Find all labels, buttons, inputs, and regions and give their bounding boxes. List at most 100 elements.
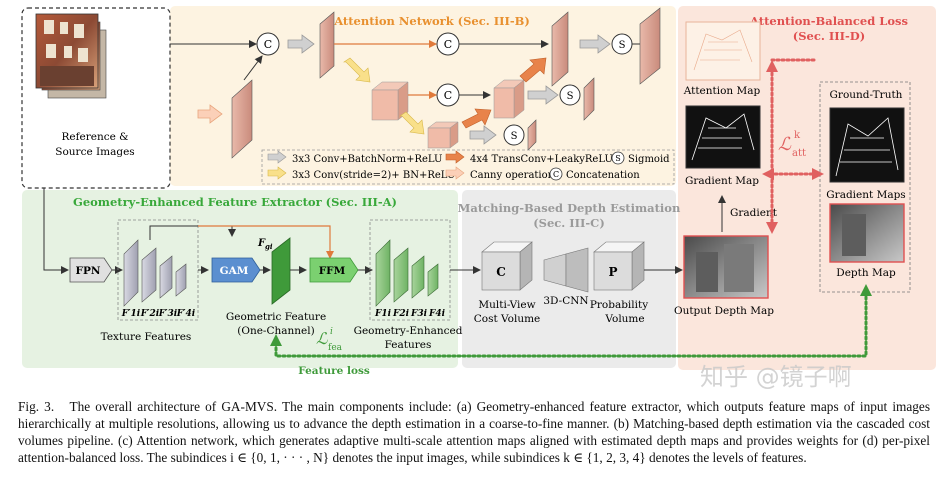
- attention-loss-sup: k: [794, 130, 801, 141]
- legend-sigmoid-symbol: S: [615, 154, 620, 163]
- enhanced-name-4: F4i: [428, 309, 446, 319]
- legend-concat-icon: [549, 167, 563, 181]
- legend: 3x3 Conv+BatchNorm+ReLU 4x4 TransConv+Le…: [261, 149, 675, 185]
- feature-loss-sup: i: [330, 327, 333, 337]
- attention-network-title: Attention Network (Sec. III-B): [333, 14, 530, 28]
- enhanced-name-1: F1i: [374, 309, 392, 319]
- probability-volume-cube: [593, 241, 645, 291]
- loss-arrow-head-down: [766, 222, 778, 234]
- texture-features-label: Texture Features: [101, 331, 192, 343]
- geometric-feature-label-2: (One-Channel): [237, 325, 314, 337]
- attention-map-pattern: [693, 29, 753, 71]
- sigmoid-node-1-label: S: [619, 40, 626, 51]
- edge-texture-to-gam: [149, 225, 236, 240]
- ground-truth-label: Ground-Truth: [830, 89, 903, 101]
- conv-arrow-mid: [527, 85, 559, 105]
- input-label-line1: Reference &: [62, 131, 129, 143]
- concat-node-2-label: C: [444, 38, 452, 51]
- attention-map-low-slab: [527, 119, 537, 151]
- legend-gray-arrow-icon: [267, 150, 287, 164]
- depth-title-line1: Matching-Based Depth Estimation: [458, 201, 681, 215]
- gradient-map-label: Gradient Map: [685, 175, 759, 187]
- edge-slab-to-concat: [243, 55, 263, 81]
- texture-name-2: F′2i: [140, 309, 160, 319]
- attention-level2-cube: [371, 81, 409, 121]
- output-depth-building-2: [724, 244, 754, 292]
- gt-depth-image: [829, 203, 905, 263]
- texture-name-4: F′4i: [176, 309, 196, 319]
- gam-label: GAM: [220, 265, 249, 277]
- enhanced-name-3: F3i: [410, 309, 428, 319]
- attention-network-panel: [170, 6, 676, 186]
- cost-volume-label-1: Multi-View: [478, 299, 535, 311]
- legend-item4: 3x3 Conv(stride=2)+ BN+ReLU: [292, 170, 455, 181]
- texture-name-3: F′3i: [158, 309, 178, 319]
- legend-orange-arrow-icon: [445, 150, 465, 164]
- loss-arrow-head-up: [766, 60, 778, 72]
- legend-yellow-arrow-icon: [267, 166, 287, 180]
- concat-node-1-label: C: [264, 38, 272, 51]
- enhanced-name-2: F2i: [392, 309, 410, 319]
- geometric-feature-label-1: Geometric Feature: [226, 311, 326, 323]
- ffm-label: FFM: [319, 265, 346, 277]
- gradient-map-image: [685, 105, 761, 169]
- attention-map-image: [685, 21, 761, 81]
- cost-volume-cube: [481, 241, 533, 291]
- sigmoid-node-3: [503, 124, 525, 146]
- legend-item5: Canny operation: [470, 170, 555, 181]
- cost-volume-label-2: Cost Volume: [474, 313, 541, 325]
- sigmoid-node-3-label: S: [511, 131, 518, 142]
- sigmoid-node-2-label: S: [567, 91, 574, 102]
- probability-label-1: Probability: [590, 299, 648, 311]
- feature-loss-symbol: ℒ: [316, 329, 328, 348]
- ffm-block: [309, 257, 359, 283]
- cost-volume-letter: C: [496, 265, 506, 279]
- conv-arrow-top: [579, 34, 611, 54]
- input-photo: [35, 13, 107, 99]
- concat-node-1: [256, 32, 280, 56]
- texture-name-1: F′1i: [121, 309, 141, 319]
- enhanced-features-label-1: Geometry-Enhanced: [354, 325, 463, 337]
- gradient-edge-label: Gradient: [730, 207, 778, 219]
- gt-gradient-label: Gradient Maps: [826, 189, 905, 201]
- legend-item6: Concatenation: [566, 170, 640, 181]
- figure-caption: Fig. 3. The overall architecture of GA-M…: [18, 398, 930, 466]
- legend-item1: 3x3 Conv+BatchNorm+ReLU: [292, 154, 442, 165]
- legend-item3: Sigmoid: [628, 154, 670, 165]
- legend-item2: 4x4 TransConv+LeakyReLU: [470, 154, 613, 165]
- attention-level3-cube: [427, 121, 459, 149]
- sigmoid-node-2: [559, 84, 581, 106]
- cnn-3d-label: 3D-CNN: [543, 295, 588, 307]
- caption-figure-number: Fig. 3.: [18, 399, 55, 414]
- legend-canny-arrow-icon: [445, 166, 465, 180]
- conv-arrow-low: [469, 125, 497, 145]
- canny-arrow: [197, 104, 223, 124]
- canny-edge-slab: [231, 79, 253, 159]
- geometric-feature-slab: [271, 237, 291, 305]
- fgi-subscript: gi: [265, 242, 273, 251]
- feature-loss-head-up: [270, 334, 282, 346]
- fpn-block: [69, 257, 113, 283]
- attention-map-mid-slab: [583, 77, 595, 121]
- depth-title-line2: (Sec. III-C): [533, 216, 605, 230]
- watermark: 知乎 @镜子啊: [700, 363, 852, 391]
- gt-depth-label: Depth Map: [836, 267, 896, 279]
- extractor-title: Geometry-Enhanced Feature Extractor (Sec…: [73, 195, 397, 209]
- loss-arrow-head-right: [812, 168, 824, 180]
- attention-mid-out-cube: [493, 79, 525, 119]
- feature-loss-sub: fea: [328, 343, 343, 353]
- input-label-line2: Source Images: [55, 146, 134, 158]
- legend-sigmoid-icon: [611, 151, 625, 165]
- fpn-label: FPN: [76, 265, 101, 277]
- upsample-arrow-1: [519, 57, 547, 83]
- enhanced-features-label-2: Features: [385, 339, 432, 351]
- attention-loss-sub: att: [792, 148, 806, 159]
- gt-depth-building: [842, 214, 866, 256]
- downsample-arrow-2: [399, 111, 425, 135]
- fgi-label: F: [257, 238, 266, 249]
- attention-top-out-slab: [551, 11, 569, 87]
- output-depth-label: Output Depth Map: [674, 305, 774, 317]
- attention-map-top-slab: [639, 7, 661, 85]
- downsample-arrow-1: [343, 57, 371, 83]
